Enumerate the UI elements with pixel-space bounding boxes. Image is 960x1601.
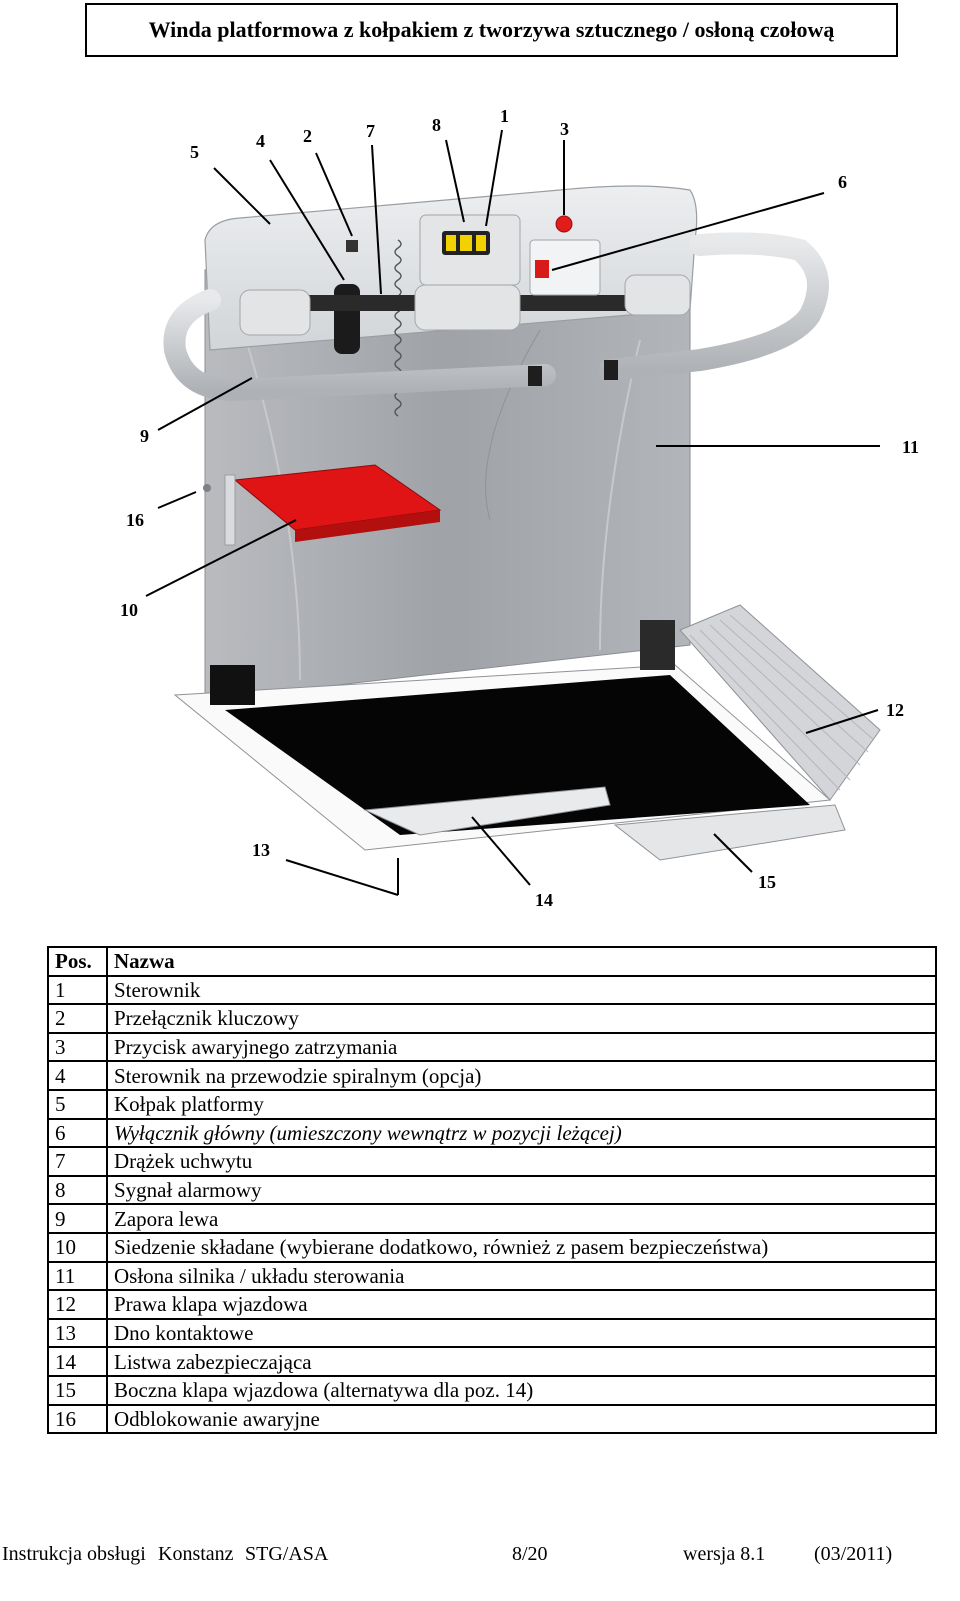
callout-7: 7: [366, 121, 375, 141]
row-name: Odblokowanie awaryjne: [106, 1403, 937, 1435]
row-name: Siedzenie składane (wybierane dodatkowo,…: [106, 1231, 937, 1263]
row-pos: 16: [47, 1403, 108, 1435]
footer-page-number: 8/20: [512, 1543, 548, 1565]
emergency-release-icon: [203, 484, 211, 492]
row-name: Zapora lewa: [106, 1203, 937, 1234]
platform-lift-illustration: 5 4 2 7 8 1 3 6 9 11 16 10 12 13 14 15: [120, 106, 919, 910]
callout-14: 14: [535, 890, 553, 910]
row-pos: 2: [47, 1003, 108, 1034]
row-name: Prawa klapa wjazdowa: [106, 1289, 937, 1320]
main-switch-housing: [529, 239, 601, 296]
row-pos: 1: [47, 974, 108, 1006]
callout-11: 11: [902, 437, 919, 457]
row-pos: 11: [47, 1260, 108, 1292]
row-name: Sygnał alarmowy: [106, 1174, 937, 1206]
row-pos: 7: [47, 1146, 108, 1177]
row-name: Boczna klapa wjazdowa (alternatywa dla p…: [106, 1374, 937, 1406]
emergency-stop-icon: [555, 215, 573, 233]
callout-6: 6: [838, 172, 847, 192]
footer-manual: Instrukcja obsługi: [2, 1543, 146, 1565]
table-header-row: Pos. Nazwa: [47, 946, 937, 977]
row-name: Drążek uchwytu: [106, 1146, 937, 1177]
callout-1: 1: [500, 106, 509, 126]
row-name: Przycisk awaryjnego zatrzymania: [106, 1031, 937, 1063]
row-name: Sterownik na przewodzie spiralnym (opcja…: [106, 1060, 937, 1091]
column-header-pos: Pos.: [47, 946, 108, 977]
footer-model: Konstanz: [158, 1543, 234, 1565]
side-ramp: [613, 804, 846, 861]
callout-13: 13: [252, 840, 270, 860]
footer-version: wersja 8.1: [683, 1543, 766, 1565]
key-switch-icon: [346, 240, 358, 252]
row-name: Kołpak platformy: [106, 1088, 937, 1120]
callout-3: 3: [560, 119, 569, 139]
right-ramp: [679, 604, 881, 801]
footer-date: (03/2011): [814, 1543, 893, 1565]
callout-9: 9: [140, 426, 149, 446]
row-pos: 10: [47, 1231, 108, 1263]
row-name: Dno kontaktowe: [106, 1317, 937, 1349]
callout-5: 5: [190, 142, 199, 162]
row-pos: 15: [47, 1374, 108, 1406]
row-name: Osłona silnika / układu sterowania: [106, 1260, 937, 1292]
row-pos: 8: [47, 1174, 108, 1206]
callout-8: 8: [432, 115, 441, 135]
callout-4: 4: [256, 131, 265, 151]
row-pos: 13: [47, 1317, 108, 1349]
callout-15: 15: [758, 872, 776, 892]
page-footer: Instrukcja obsługi Konstanz STG/ASA 8/20…: [0, 1543, 960, 1567]
row-pos: 3: [47, 1031, 108, 1063]
row-pos: 4: [47, 1060, 108, 1091]
callout-10: 10: [120, 600, 138, 620]
row-pos: 14: [47, 1346, 108, 1377]
row-pos: 5: [47, 1088, 108, 1120]
row-name: Listwa zabezpieczająca: [106, 1346, 937, 1377]
row-name: Wyłącznik główny (umieszczony wewnątrz w…: [106, 1117, 937, 1149]
callout-16: 16: [126, 510, 144, 530]
column-header-name: Nazwa: [106, 946, 937, 977]
row-pos: 9: [47, 1203, 108, 1234]
safety-strip: [363, 786, 611, 836]
footer-variant: STG/ASA: [245, 1543, 329, 1565]
hand-controller: [334, 284, 360, 354]
left-barrier: [163, 289, 556, 402]
row-pos: 12: [47, 1289, 108, 1320]
callout-12: 12: [886, 700, 904, 720]
row-name: Przełącznik kluczowy: [106, 1003, 937, 1034]
callout-2: 2: [303, 126, 312, 146]
page-title: Winda platformowa z kołpakiem z tworzywa…: [85, 3, 898, 57]
row-pos: 6: [47, 1117, 108, 1149]
row-name: Sterownik: [106, 974, 937, 1006]
